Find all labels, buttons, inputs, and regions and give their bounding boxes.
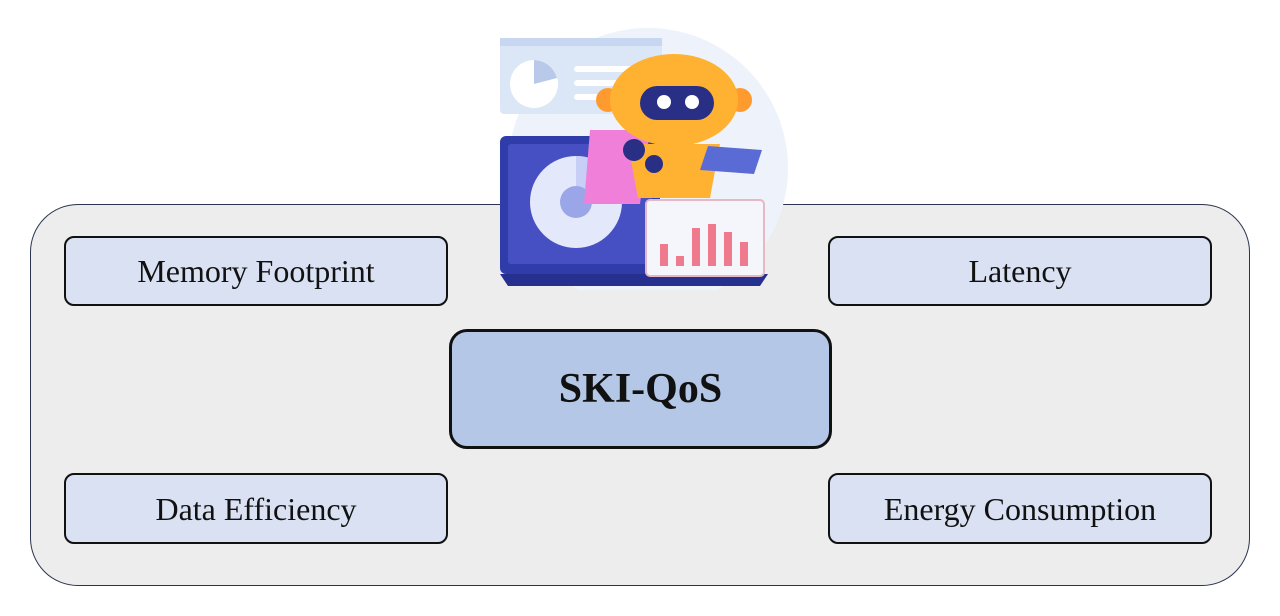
energy-consumption-label: Energy Consumption [883, 490, 1157, 527]
latency-box: Latency [828, 236, 1212, 306]
latency-label: Latency [968, 253, 1072, 289]
energy-consumption-box: Energy Consumption [828, 473, 1212, 544]
ski-qos-label: SKI-QoS [558, 366, 723, 412]
ski-qos-center-box: SKI-QoS [449, 329, 832, 449]
data-efficiency-box: Data Efficiency [64, 473, 448, 544]
robot-at-laptop-icon [500, 28, 788, 290]
memory-footprint-label: Memory Footprint [137, 253, 375, 289]
data-efficiency-label: Data Efficiency [155, 490, 357, 527]
memory-footprint-box: Memory Footprint [64, 236, 448, 306]
